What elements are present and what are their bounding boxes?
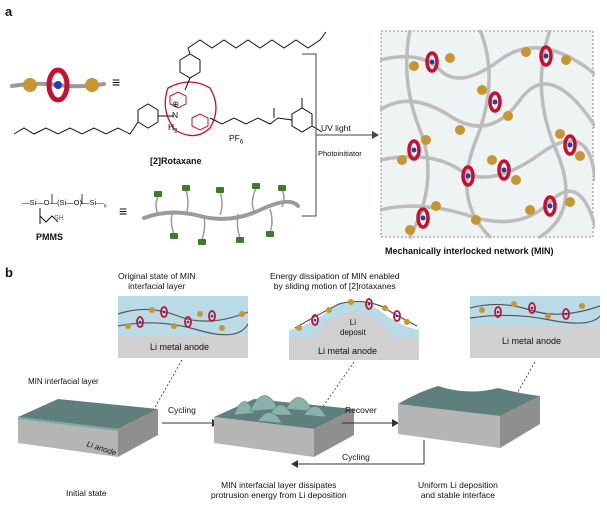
initial-state-caption: Initial state [66, 488, 107, 498]
pmms-label: PMMS [36, 232, 63, 242]
chem-n-label: N [172, 110, 179, 120]
network-caption: Mechanically interlocked network (MIN) [385, 246, 554, 256]
sh-label: SH [54, 215, 64, 222]
pmms-chain-label: —Si—O—(Si—O)—Si—n [22, 198, 107, 210]
uniform-caption: Uniform Li deposition and stable interfa… [418, 480, 498, 500]
pmms-structure [39, 194, 83, 224]
li-metal-anode-3: Li metal anode [502, 336, 562, 346]
chem-pf6-label: PF6 [229, 133, 244, 146]
chem-plus-label: ⊕ [172, 99, 180, 109]
equals-sign-rotaxane: ≡ [112, 74, 121, 90]
cycling-arrow-2 [291, 440, 425, 468]
reaction-bracket [302, 53, 379, 217]
equals-sign-pmms: ≡ [119, 203, 128, 219]
slab-deposit [214, 395, 354, 457]
uv-light-label: UV light [321, 123, 351, 133]
slab-initial [18, 399, 158, 457]
cycling-label-2: Cycling [342, 452, 370, 462]
recover-label: Recover [345, 405, 377, 415]
callout-original-box [118, 296, 248, 358]
dissipates-caption: MIN interfacial layer dissipates protrus… [211, 480, 347, 500]
rotaxane-cartoon [10, 67, 106, 103]
li-metal-anode-1: Li metal anode [150, 342, 210, 352]
recover-arrow [342, 419, 399, 427]
photoinitiator-label: Photoinitiator [318, 149, 362, 158]
callout-recovered-box [470, 296, 600, 358]
min-interfacial-layer-label: MIN interfacial layer [28, 377, 99, 386]
panel-b-label: b [5, 265, 13, 280]
cycling-label-1: Cycling [168, 405, 196, 415]
cycling-arrow-1 [162, 419, 219, 427]
pmms-cartoon [142, 183, 300, 245]
slab-uniform [398, 386, 540, 448]
rotaxane-label: [2]Rotaxane [150, 156, 202, 166]
li-deposit-label: Li deposit [340, 318, 366, 337]
callout-original-text: Original state of MIN interfacial layer [118, 271, 196, 291]
panel-a-label: a [5, 4, 13, 19]
rotaxane-structure [13, 31, 327, 137]
callout-energy-text: Energy dissipation of MIN enabled by sli… [270, 271, 400, 291]
min-network [380, 30, 595, 239]
callout-energy-box [289, 298, 419, 360]
chem-h2-label: H2 [168, 122, 178, 135]
li-metal-anode-2: Li metal anode [318, 346, 378, 356]
